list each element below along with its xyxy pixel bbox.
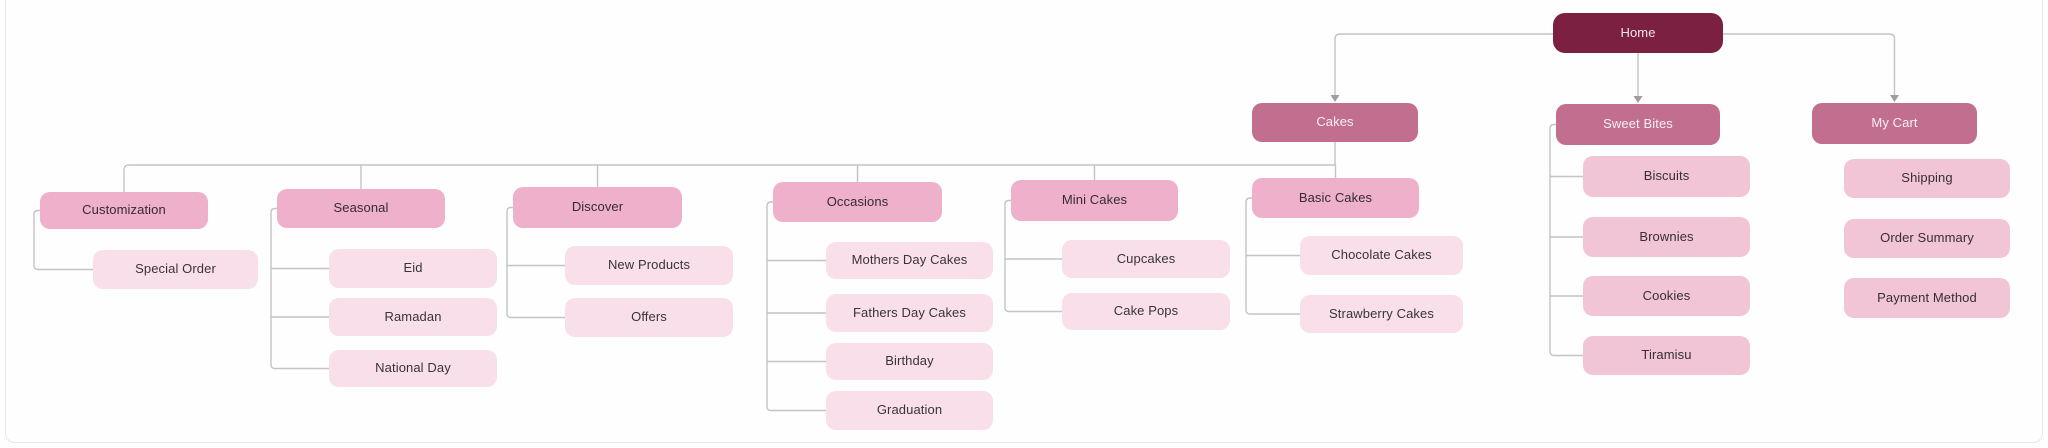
node-graduation[interactable]: Graduation xyxy=(826,391,993,430)
node-tiramisu[interactable]: Tiramisu xyxy=(1583,336,1750,375)
arrowhead-icon xyxy=(1330,95,1340,102)
node-birthday[interactable]: Birthday xyxy=(826,343,993,380)
node-occasions[interactable]: Occasions xyxy=(773,182,942,222)
connector-line xyxy=(270,207,330,370)
node-shipping[interactable]: Shipping xyxy=(1844,159,2010,198)
node-cakes[interactable]: Cakes xyxy=(1252,103,1418,142)
node-payment-method[interactable]: Payment Method xyxy=(1844,278,2010,318)
node-discover[interactable]: Discover xyxy=(513,187,682,228)
connector-line xyxy=(123,164,1336,193)
node-home[interactable]: Home xyxy=(1553,13,1723,53)
connector-line xyxy=(1722,33,1896,96)
node-strawberry-cakes[interactable]: Strawberry Cakes xyxy=(1300,295,1463,333)
connector-line xyxy=(506,206,566,319)
node-cake-pops[interactable]: Cake Pops xyxy=(1062,293,1230,330)
node-ramadan[interactable]: Ramadan xyxy=(329,298,497,336)
connector-line xyxy=(33,209,94,271)
arrowhead-icon xyxy=(1890,95,1899,102)
node-seasonal[interactable]: Seasonal xyxy=(277,189,445,228)
connector-line xyxy=(766,201,827,412)
node-mothers-day[interactable]: Mothers Day Cakes xyxy=(826,242,993,279)
arrowhead-icon xyxy=(1633,96,1643,103)
connector-line xyxy=(1334,33,1554,96)
connector-line xyxy=(1549,123,1584,357)
node-new-products[interactable]: New Products xyxy=(565,246,733,285)
node-fathers-day[interactable]: Fathers Day Cakes xyxy=(826,294,993,332)
connector-line xyxy=(1004,199,1063,313)
node-cookies[interactable]: Cookies xyxy=(1583,276,1750,316)
node-cupcakes[interactable]: Cupcakes xyxy=(1062,240,1230,278)
node-biscuits[interactable]: Biscuits xyxy=(1583,156,1750,197)
node-customization[interactable]: Customization xyxy=(40,192,208,229)
node-sweet-bites[interactable]: Sweet Bites xyxy=(1556,104,1720,145)
node-chocolate-cakes[interactable]: Chocolate Cakes xyxy=(1300,236,1463,275)
node-my-cart[interactable]: My Cart xyxy=(1812,103,1977,144)
node-order-summary[interactable]: Order Summary xyxy=(1844,219,2010,258)
node-mini-cakes[interactable]: Mini Cakes xyxy=(1011,180,1178,221)
node-brownies[interactable]: Brownies xyxy=(1583,217,1750,257)
node-eid[interactable]: Eid xyxy=(329,249,497,288)
node-offers[interactable]: Offers xyxy=(565,298,733,337)
node-national-day[interactable]: National Day xyxy=(329,350,497,387)
node-basic-cakes[interactable]: Basic Cakes xyxy=(1252,178,1419,218)
node-special-order[interactable]: Special Order xyxy=(93,250,258,289)
